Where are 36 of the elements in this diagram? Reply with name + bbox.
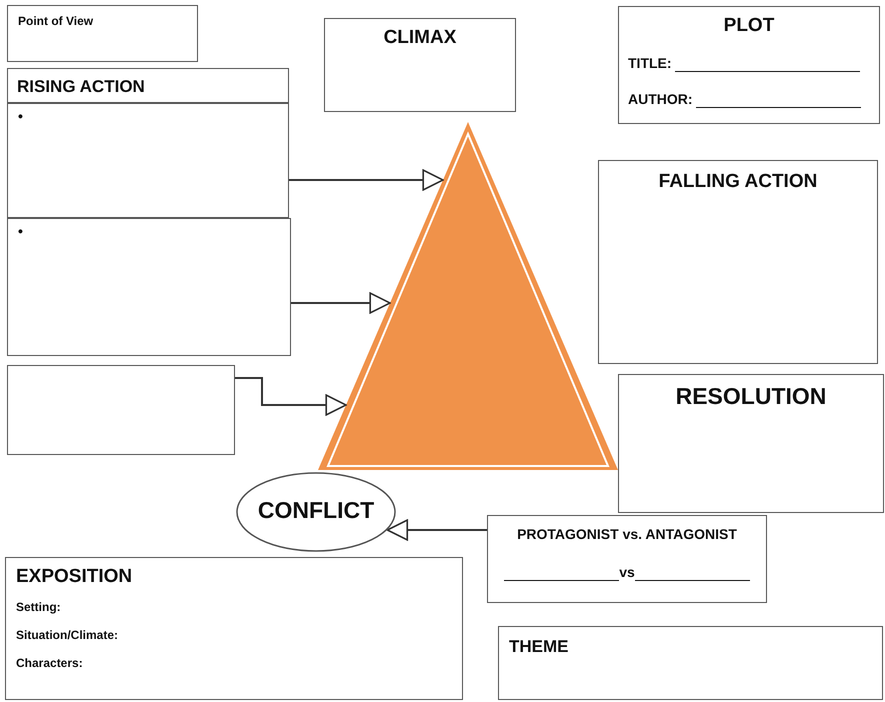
text-box bbox=[7, 218, 291, 356]
field-label: Setting: bbox=[16, 600, 61, 614]
text-box bbox=[324, 18, 516, 112]
conflict-title: CONFLICT bbox=[258, 497, 374, 523]
text-box bbox=[498, 626, 883, 700]
text-box bbox=[7, 5, 198, 62]
box-heading: THEME bbox=[509, 637, 568, 656]
text-box bbox=[618, 374, 884, 513]
bullet-point: • bbox=[18, 223, 23, 239]
box-heading: RESOLUTION bbox=[676, 383, 826, 409]
triangle-shape bbox=[318, 122, 618, 470]
text-box bbox=[598, 160, 878, 364]
conflict-ellipse bbox=[236, 472, 396, 552]
box-heading: RISING ACTION bbox=[17, 77, 145, 96]
arrow bbox=[386, 519, 487, 541]
arrow bbox=[235, 377, 347, 416]
field-label: Characters: bbox=[16, 656, 83, 670]
field-label: AUTHOR: bbox=[628, 91, 693, 107]
arrow bbox=[289, 169, 444, 191]
field-label: vs bbox=[619, 564, 635, 580]
field-label: Situation/Climate: bbox=[16, 628, 118, 642]
arrow bbox=[291, 292, 391, 314]
text-box bbox=[487, 515, 767, 603]
box-heading: PROTAGONIST vs. ANTAGONIST bbox=[517, 526, 737, 542]
box-heading: PLOT bbox=[722, 15, 776, 37]
bullet-point: • bbox=[18, 108, 23, 124]
box-heading: Point of View bbox=[18, 14, 94, 28]
text-box bbox=[7, 103, 289, 218]
text-box bbox=[5, 557, 463, 700]
blank-box bbox=[7, 365, 235, 455]
box-heading: EXPOSITION bbox=[16, 566, 132, 587]
text-box bbox=[618, 6, 880, 124]
box-heading: FALLING ACTION bbox=[658, 171, 818, 192]
box-heading: CLIMAX bbox=[384, 27, 456, 48]
field-label: TITLE: bbox=[628, 55, 672, 71]
text-box bbox=[7, 68, 289, 103]
